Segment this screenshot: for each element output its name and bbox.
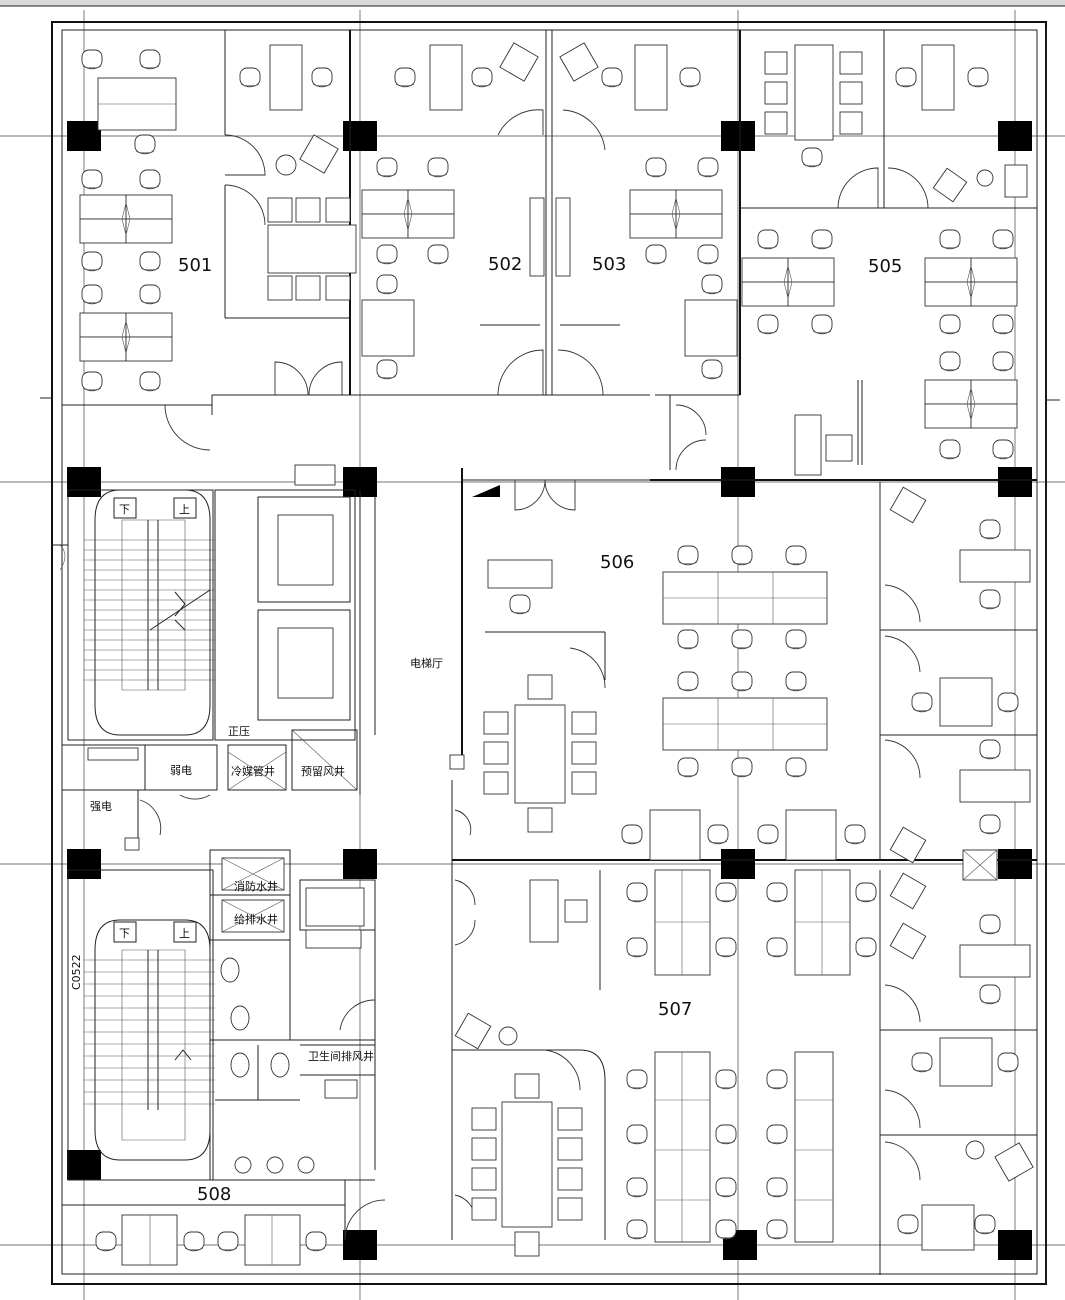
room-label-506: 506: [600, 552, 634, 573]
stair-down-label-1: 下: [119, 503, 130, 516]
room-label-505: 505: [868, 256, 902, 277]
room-label-503: 503: [592, 254, 626, 275]
furniture-east-offices: [889, 486, 1034, 1251]
partitions: [62, 30, 1037, 1275]
window-code-label: C0522: [70, 954, 83, 990]
stair-1: [84, 489, 215, 736]
refrigerant-shaft-label: 冷媒管井: [231, 764, 275, 778]
weak-current-label: 弱电: [170, 764, 192, 777]
room-label-507: 507: [658, 999, 692, 1020]
stair-down-label-2: 下: [119, 927, 130, 940]
room-label-502: 502: [488, 254, 522, 275]
furniture-508: [95, 1214, 327, 1266]
strong-current-label: 强电: [90, 800, 112, 813]
furniture-501: [79, 44, 357, 392]
stair-up-label-2: 上: [179, 927, 190, 940]
room-label-501: 501: [178, 255, 212, 276]
furniture-506: [449, 485, 866, 861]
supply-drain-shaft-label: 给排水井: [234, 912, 278, 926]
toilet-exhaust-shaft-label: 卫生间排风井: [308, 1049, 374, 1063]
furniture-502-503: [361, 42, 738, 380]
pressure-label: 正压: [228, 725, 250, 738]
stair-up-label-1: 上: [179, 503, 190, 516]
fire-water-shaft-label: 消防水井: [234, 879, 278, 893]
door-swings: [139, 109, 929, 1241]
outer-walls: [40, 21, 1060, 1285]
function-labels: 电梯厅 正压 弱电 冷媒管井 预留风井 强电 消防水井 给排水井 卫生间排风井 …: [70, 503, 443, 1063]
furniture-core: [87, 464, 365, 1174]
room-labels: 501 502 503 505 506 507 508: [178, 254, 902, 1205]
elevator-hall-label: 电梯厅: [410, 657, 443, 670]
stair-2: [84, 919, 215, 1161]
furniture-507: [454, 869, 877, 1257]
reserved-air-shaft-label: 预留风井: [301, 764, 345, 778]
furniture-505: [741, 44, 1028, 476]
room-label-508: 508: [197, 1184, 231, 1205]
